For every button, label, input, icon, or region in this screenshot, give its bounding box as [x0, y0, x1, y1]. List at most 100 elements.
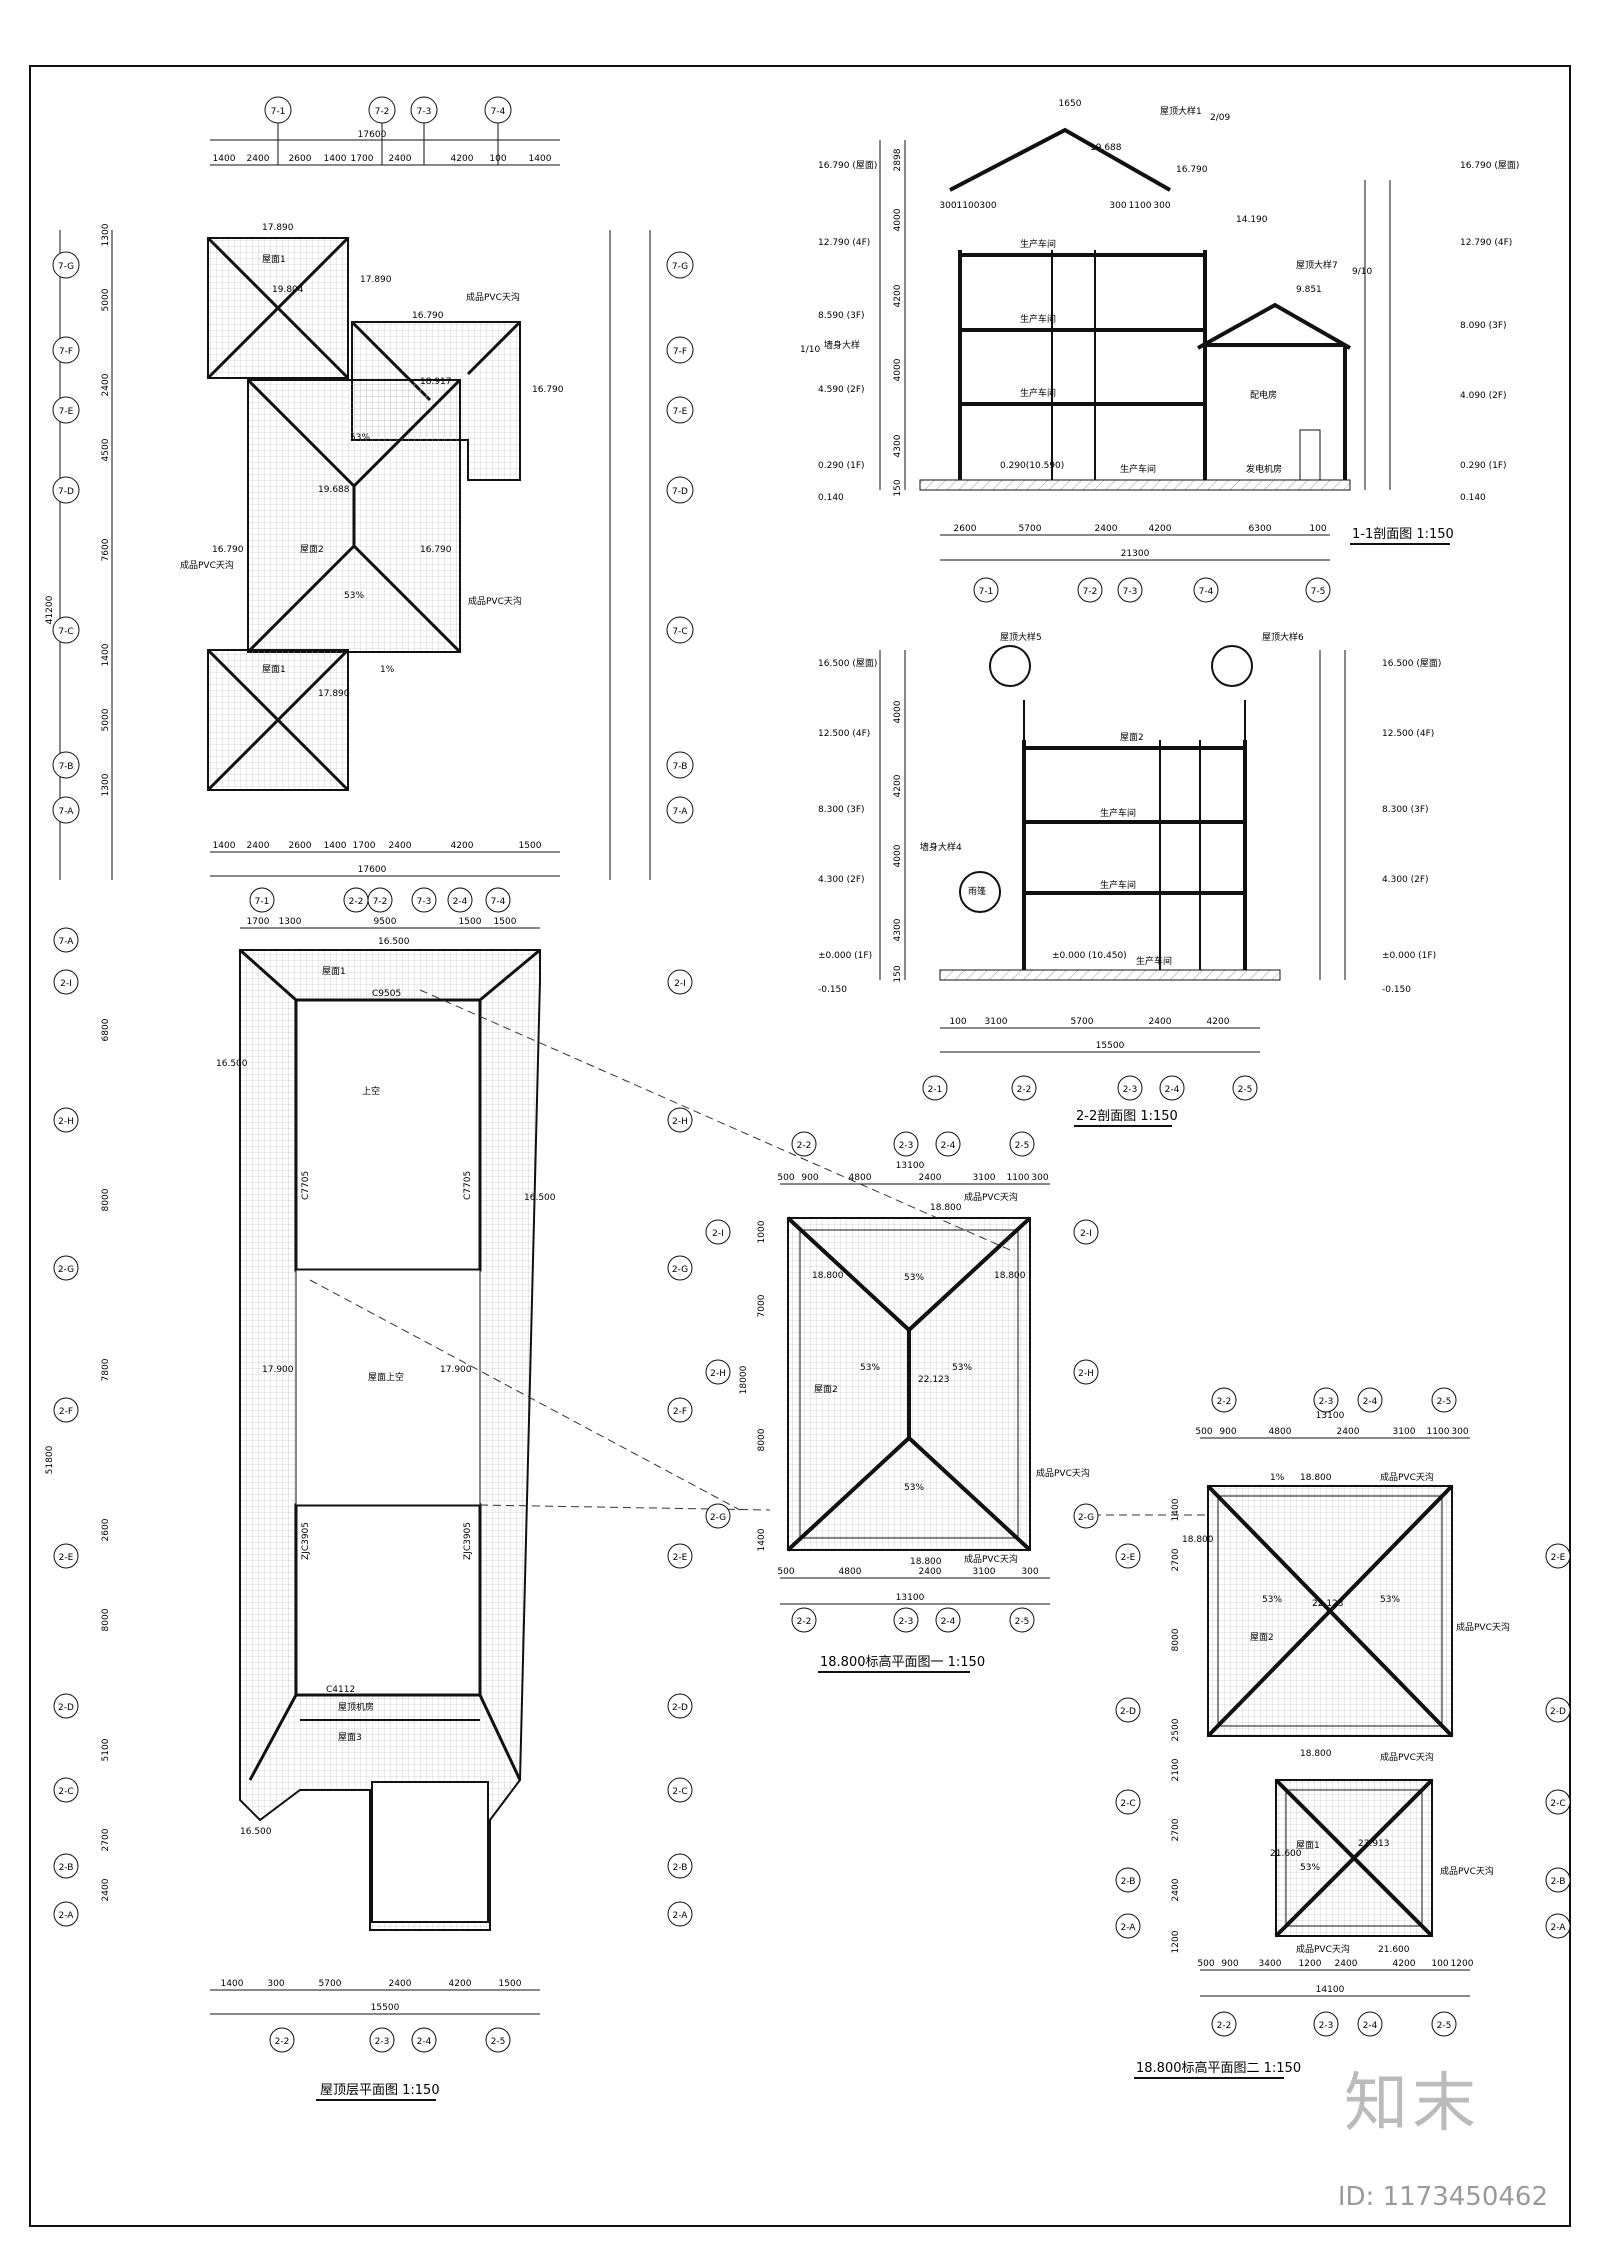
window-tag: C4112	[326, 1685, 355, 1695]
window-tag: C9505	[372, 989, 401, 999]
dim-total: 13100	[1316, 1411, 1345, 1421]
section-2-levels-left: 16.500 (屋面) 12.500 (4F) 8.300 (3F) 4.300…	[818, 650, 906, 995]
level: 16.500 (屋面)	[818, 658, 877, 669]
window-tag: C7705	[301, 1171, 311, 1200]
dim: 5700	[1019, 524, 1042, 534]
plan-a-axes-sides: 2-I 2-H 2-G 2-I 2-H 2-G 18000 1000 7000 …	[705, 1219, 1099, 1551]
section-2-labels: 屋面2 生产车间 生产车间 生产车间 雨篷 ±0.000 (10.450) 屋顶…	[920, 631, 1304, 967]
dim: 4800	[1269, 1427, 1292, 1437]
note: 成品PVC天沟	[1456, 1621, 1510, 1633]
level: 8.300 (3F)	[818, 805, 865, 815]
axis-label: 2-E	[673, 1553, 688, 1563]
dim: 300	[979, 201, 996, 211]
dim: 3100	[1393, 1427, 1416, 1437]
dim: 2700	[1171, 1818, 1181, 1841]
section-1-labels: 生产车间 生产车间 生产车间 生产车间 配电房 发电机房 0.290(10.59…	[800, 99, 1372, 475]
roof-opening-lower	[294, 1503, 482, 1697]
roof-plan-lower-bottom-dims: 1400 300 5700 2400 4200 1500 15500 2-2 2…	[210, 1979, 540, 2053]
axis-label: 2-B	[1551, 1877, 1566, 1887]
dim: 6800	[101, 1018, 111, 1041]
section-1-building	[919, 127, 1351, 491]
slope: 53%	[1300, 1863, 1320, 1873]
dim: 2400	[247, 841, 270, 851]
note: 成品PVC天沟	[466, 291, 520, 303]
axis-label: 2-H	[58, 1117, 74, 1127]
roof-label: 屋面1	[1296, 1840, 1320, 1851]
roof-plan-lower-shape	[239, 948, 1210, 1931]
axis-label: 7-2	[373, 897, 388, 907]
axis-label: 2-2	[1217, 2021, 1232, 2031]
axis-label: 7-C	[672, 627, 687, 637]
elevation: 16.500	[240, 1827, 272, 1837]
section-1-1: 16.790 (屋面) 12.790 (4F) 8.590 (3F) 4.590…	[800, 99, 1519, 603]
dim: 5000	[101, 708, 111, 731]
dim: 2400	[101, 373, 111, 396]
dim: 2400	[389, 154, 412, 164]
roof-label: 屋面2	[300, 544, 324, 555]
dim-total: 21300	[1121, 549, 1150, 559]
roof-plan-lower-left-dims: 51800 6800 8000 7800 2600 8000 5100 2700…	[45, 1018, 111, 1901]
axis-label: 2-C	[1120, 1799, 1135, 1809]
room-label: 生产车间	[1100, 807, 1136, 819]
room-label: 雨篷	[968, 885, 986, 897]
axis-label: 7-4	[1199, 587, 1214, 597]
level: 16.790 (屋面)	[1460, 160, 1519, 171]
axis-label: 7-3	[1123, 587, 1138, 597]
dim: 8000	[757, 1428, 767, 1451]
dim: 500	[1197, 1959, 1214, 1969]
axis-label: 2-I	[60, 979, 72, 989]
axis-label: 2-5	[1015, 1141, 1030, 1151]
dim: 300	[1031, 1173, 1048, 1183]
dim: 1400	[1171, 1498, 1181, 1521]
dim: 2400	[1149, 1017, 1172, 1027]
window-tag: C7705	[463, 1171, 473, 1200]
section-2-2: 16.500 (屋面) 12.500 (4F) 8.300 (3F) 4.300…	[818, 631, 1441, 1127]
dim: 2700	[101, 1828, 111, 1851]
dim: 8000	[101, 1608, 111, 1631]
dim: 500	[777, 1173, 794, 1183]
dim: 1500	[519, 841, 542, 851]
level: 16.790	[1176, 165, 1208, 175]
drawing-title: 18.800标高平面图二 1:150	[1136, 2060, 1301, 2076]
callout-ref: 2/09	[1210, 113, 1230, 123]
room-label: 屋面2	[1120, 732, 1144, 743]
dim: 500	[1195, 1427, 1212, 1437]
axis-label: 2-A	[1121, 1923, 1137, 1933]
axis-label: 2-G	[672, 1265, 688, 1275]
axis-label: 2-2	[797, 1141, 812, 1151]
window-tag: ZJC3905	[301, 1522, 311, 1560]
dim: 4200	[893, 774, 903, 797]
section-1-levels-right: 16.790 (屋面) 12.790 (4F) 8.090 (3F) 4.090…	[1364, 160, 1519, 503]
axis-label: 2-3	[899, 1617, 914, 1627]
elevation: 16.500	[378, 937, 410, 947]
axis-label: 2-1	[928, 1085, 943, 1095]
axis-label: 2-4	[941, 1617, 956, 1627]
dim: 300	[1153, 201, 1170, 211]
plan-b-axes-sides: 2-E 2-D 2-C 2-B 2-A 2-E 2-D 2-C 2-B 2-A …	[1115, 1498, 1571, 1953]
elevation: 18.800	[812, 1271, 844, 1281]
roof-label: 屋面1	[262, 254, 286, 265]
axis-label: 2-E	[59, 1553, 74, 1563]
dim: 2100	[1171, 1758, 1181, 1781]
axis-label: 2-4	[1363, 1397, 1378, 1407]
roof-label: 屋面2	[814, 1384, 838, 1395]
dim: 7800	[101, 1358, 111, 1381]
dim: 100	[1309, 524, 1326, 534]
slope: 53%	[1380, 1595, 1400, 1605]
callout: 屋顶大样7	[1296, 259, 1338, 271]
dim: 5700	[319, 1979, 342, 1989]
axis-label: 2-I	[712, 1229, 724, 1239]
axis-label: 2-3	[375, 2037, 390, 2047]
dim: 1200	[1171, 1930, 1181, 1953]
dim-total: 15500	[371, 2003, 400, 2013]
dim: 4500	[101, 438, 111, 461]
axis-label: 2-5	[1437, 1397, 1452, 1407]
stair-room	[371, 1781, 489, 1923]
axis-label: 2-2	[275, 2037, 290, 2047]
elevation: 18.800	[910, 1557, 942, 1567]
section-1-bottom-dims: 2600 5700 2400 4200 6300 100 21300 7-1 7…	[940, 524, 1331, 603]
axis-label: 7-4	[491, 107, 506, 117]
level: 19.688	[1090, 143, 1122, 153]
roof-label: 屋面3	[338, 1732, 362, 1743]
elevation: 16.790	[532, 385, 564, 395]
